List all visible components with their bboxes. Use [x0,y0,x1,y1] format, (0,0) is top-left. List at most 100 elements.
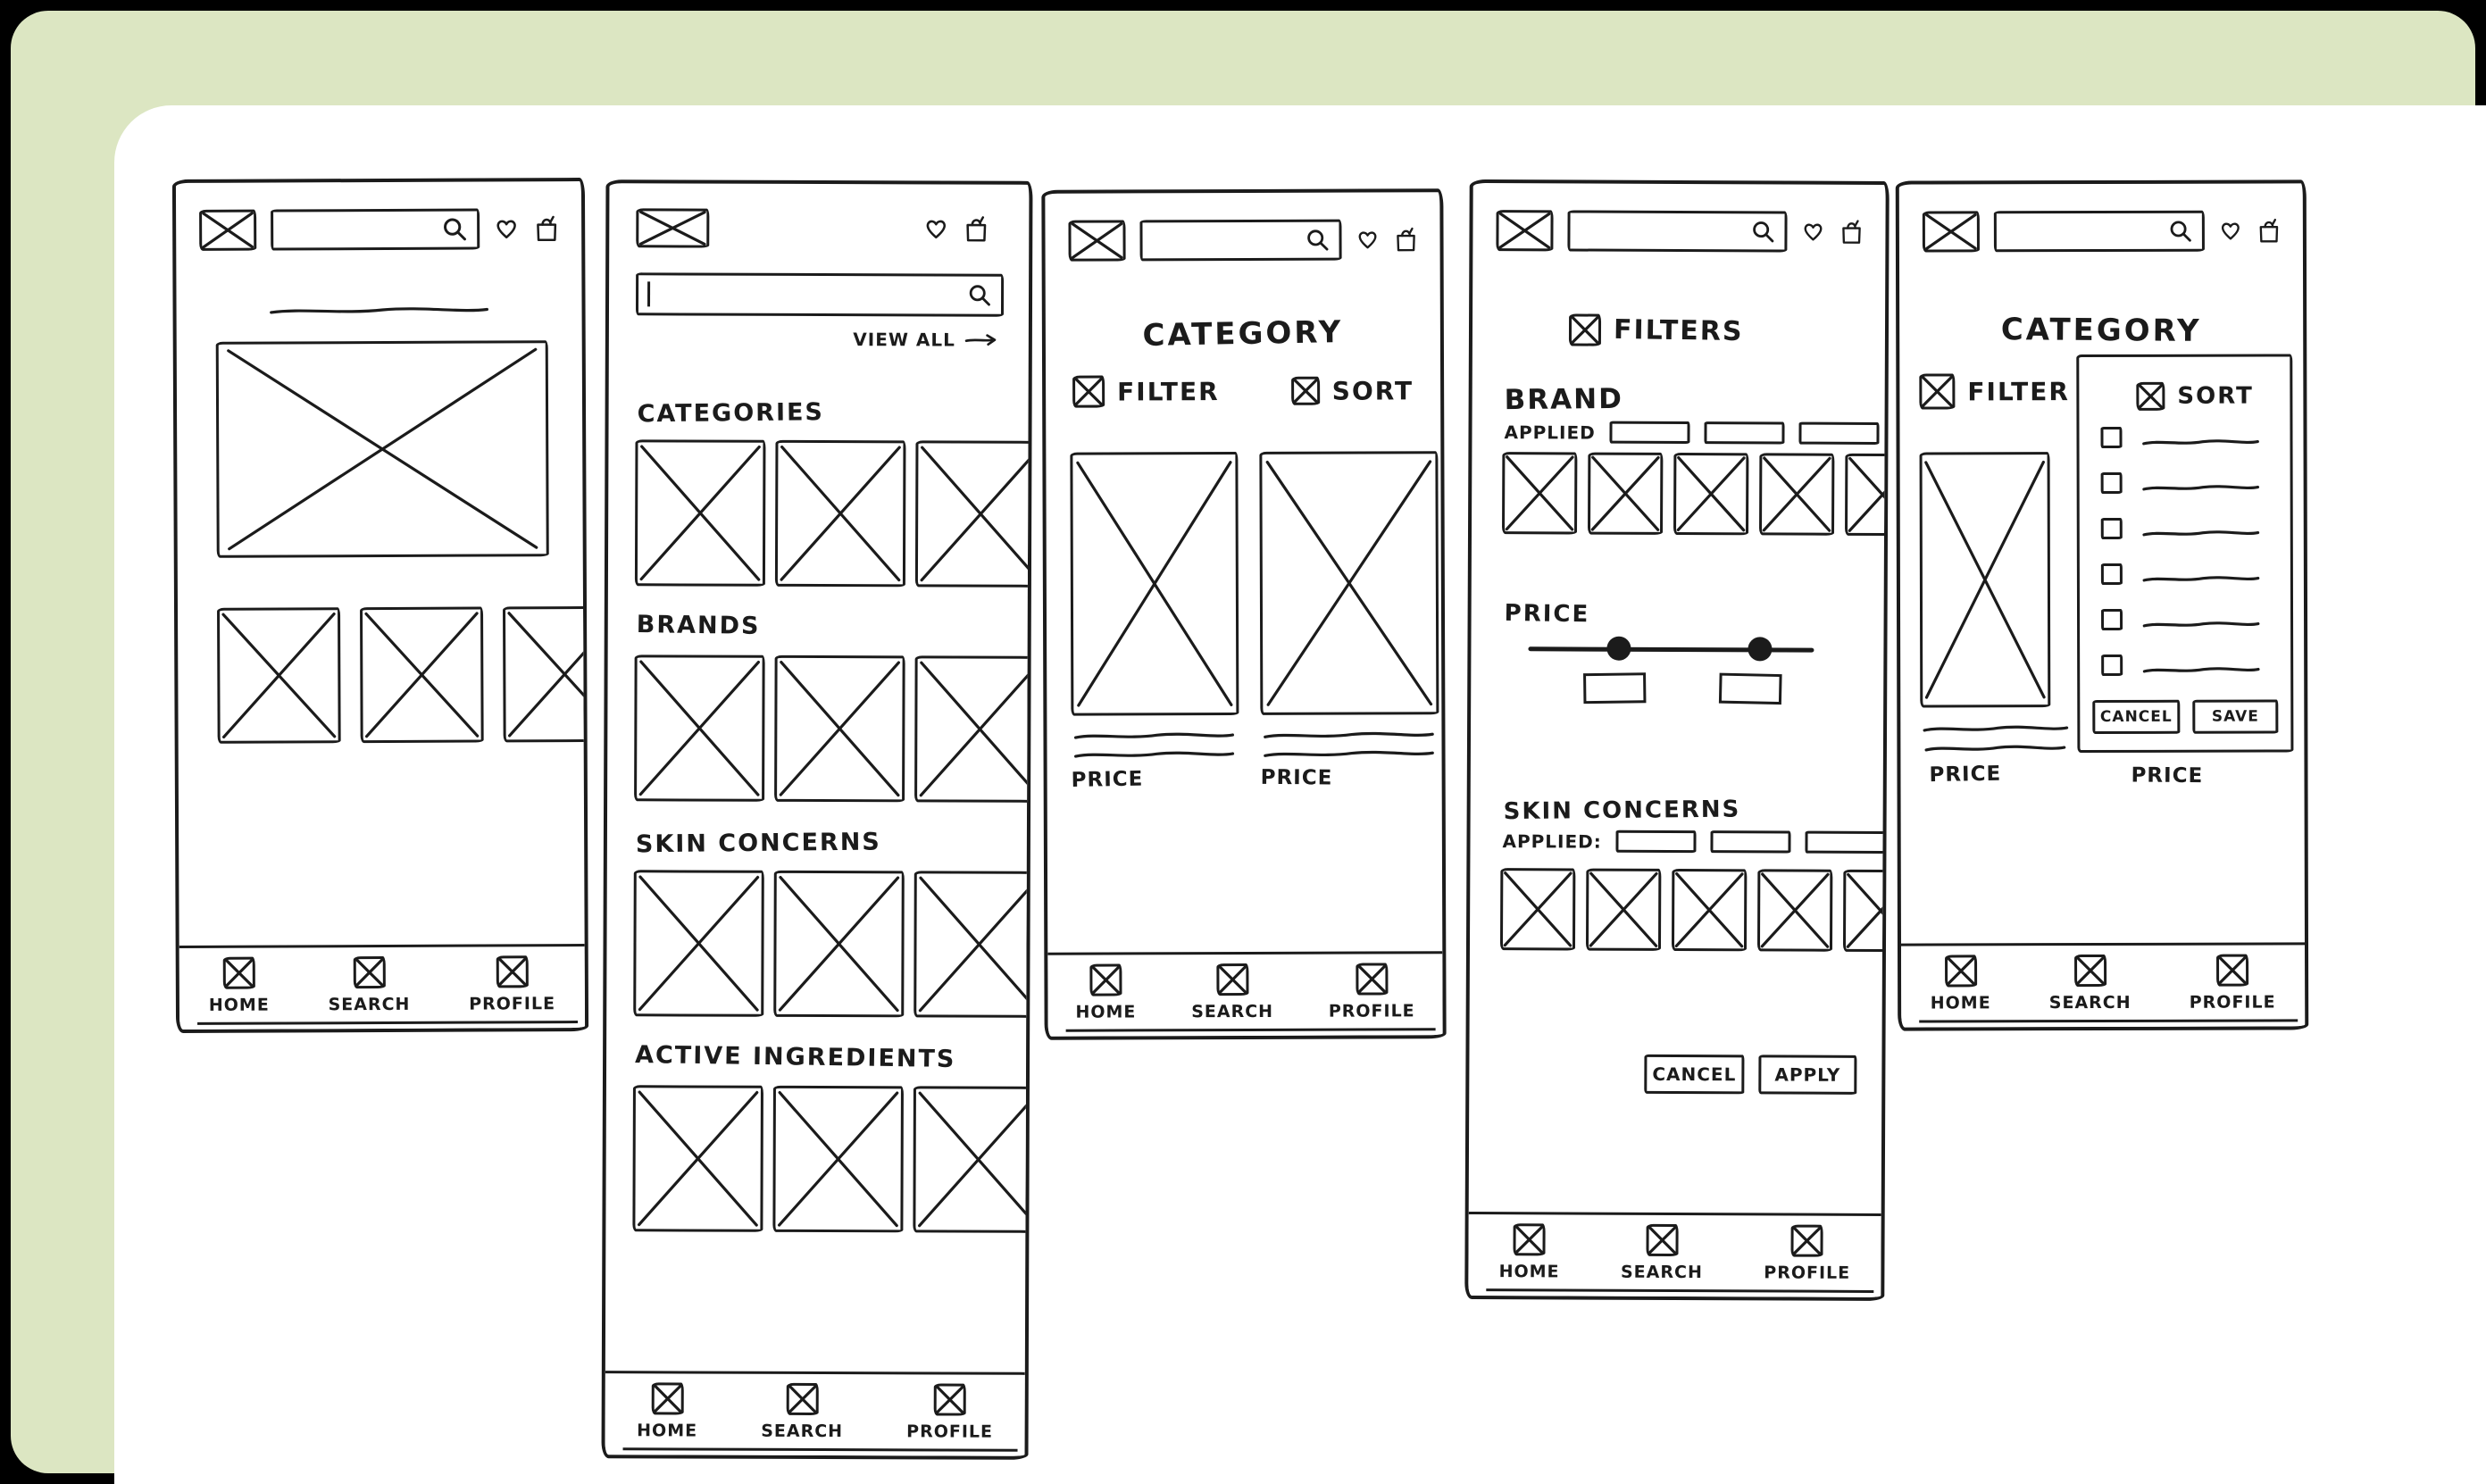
slider-handle-max[interactable] [1748,637,1773,662]
bag-icon[interactable] [1839,219,1864,246]
nav-home[interactable]: HOME [209,956,270,1015]
home-icon [651,1382,684,1415]
filter-button[interactable]: FILTER [1072,375,1220,408]
sort-panel-header: SORT [2136,381,2290,411]
skin-option-placeholder[interactable] [1842,869,1890,953]
applied-filter-chip[interactable] [1798,421,1880,445]
nav-profile[interactable]: PROFILE [906,1383,993,1442]
skin-concern-placeholder[interactable] [913,871,1033,1018]
nav-search[interactable]: SEARCH [1191,963,1273,1021]
nav-search[interactable]: SEARCH [2049,954,2131,1013]
image-placeholder[interactable] [503,605,589,743]
ingredient-placeholder[interactable] [632,1085,763,1232]
brand-option-placeholder[interactable] [1502,452,1578,535]
price-min-field[interactable] [1583,672,1647,704]
skin-option-placeholder[interactable] [1499,868,1576,951]
ingredient-placeholder[interactable] [772,1085,904,1233]
product-card[interactable]: PRICE [1259,451,1439,790]
nav-search[interactable]: SEARCH [1621,1223,1703,1282]
category-placeholder[interactable] [914,440,1033,588]
hero-image-placeholder[interactable] [215,340,549,558]
sort-save-button[interactable]: SAVE [2192,699,2279,734]
sort-option[interactable] [2101,608,2290,631]
sort-button[interactable]: SORT [1290,374,1414,406]
nav-home[interactable]: HOME [1499,1223,1560,1281]
heart-icon[interactable] [1801,221,1824,243]
search-input[interactable] [1567,210,1788,253]
skin-option-placeholder[interactable] [1756,869,1833,952]
filters-icon[interactable] [1568,313,1602,346]
image-placeholder[interactable] [217,607,341,744]
bag-icon[interactable] [963,215,989,244]
product-image-placeholder[interactable] [1919,452,2051,708]
nav-search[interactable]: SEARCH [761,1382,843,1441]
search-input[interactable] [635,272,1005,317]
product-price: PRICE [1929,762,2002,788]
checkbox[interactable] [2100,471,2123,495]
applied-filter-chip[interactable] [1710,830,1791,854]
sort-option[interactable] [2100,426,2290,449]
product-card[interactable]: PRICE [1070,452,1239,792]
search-input[interactable] [1993,210,2205,253]
checkbox[interactable] [2100,517,2123,540]
brand-placeholder[interactable] [774,654,905,803]
image-placeholder[interactable] [360,606,484,744]
nav-profile[interactable]: PROFILE [1764,1224,1850,1283]
search-input[interactable] [1139,219,1342,262]
price-range-slider[interactable] [1528,636,1814,662]
brand-option-placeholder[interactable] [1759,453,1835,536]
nav-profile[interactable]: PROFILE [1329,963,1415,1021]
sort-panel-actions: CANCEL SAVE [2080,699,2290,735]
view-all-link[interactable]: VIEW ALL [609,328,998,351]
heart-icon[interactable] [923,217,948,240]
checkbox[interactable] [2100,563,2123,586]
ingredient-placeholder[interactable] [913,1086,1033,1233]
skin-concern-placeholder[interactable] [773,870,905,1018]
sort-option[interactable] [2100,517,2290,540]
skin-option-placeholder[interactable] [1671,868,1748,952]
applied-filter-chip[interactable] [1609,421,1690,445]
skin-concern-placeholder[interactable] [633,870,764,1017]
product-title-line [1263,745,1436,756]
applied-filter-chip[interactable] [1615,830,1697,854]
cancel-button[interactable]: CANCEL [1644,1054,1745,1095]
applied-filter-chip[interactable] [1805,830,1886,855]
applied-filter-chip[interactable] [1704,421,1785,445]
sort-cancel-button[interactable]: CANCEL [2092,699,2181,735]
bag-icon[interactable] [2257,217,2282,244]
sort-option[interactable] [2101,654,2290,677]
search-input[interactable] [271,208,480,251]
category-placeholder[interactable] [634,439,766,587]
section-skin-concerns-heading: SKIN CONCERNS [635,828,881,859]
bag-icon[interactable] [533,214,560,243]
brand-option-placeholder[interactable] [1673,452,1749,536]
nav-home[interactable]: HOME [1075,963,1136,1022]
logo-placeholder [636,208,710,248]
skin-option-placeholder[interactable] [1585,868,1662,951]
sort-option[interactable] [2100,471,2290,495]
bag-icon[interactable] [1393,226,1418,253]
brand-option-placeholder[interactable] [1845,453,1890,537]
heart-icon[interactable] [494,217,519,240]
brand-option-placeholder[interactable] [1588,452,1664,535]
nav-home[interactable]: HOME [1931,955,1991,1013]
sort-option[interactable] [2100,563,2290,586]
apply-button[interactable]: APPLY [1758,1055,1857,1095]
heart-icon[interactable] [1356,229,1379,250]
brand-placeholder[interactable] [634,654,765,802]
heart-icon[interactable] [2219,221,2242,242]
slider-handle-min[interactable] [1606,636,1631,661]
nav-search[interactable]: SEARCH [328,955,410,1014]
nav-home-label: HOME [1498,1262,1560,1282]
price-max-field[interactable] [1718,672,1782,705]
checkbox[interactable] [2100,426,2123,449]
filter-button[interactable]: FILTER [1919,372,2303,410]
brand-placeholder[interactable] [914,655,1033,803]
checkbox[interactable] [2101,608,2123,631]
nav-profile[interactable]: PROFILE [2190,954,2276,1013]
checkbox[interactable] [2101,654,2123,677]
nav-profile[interactable]: PROFILE [469,955,555,1014]
category-placeholder[interactable] [774,439,906,588]
nav-home[interactable]: HOME [637,1382,697,1441]
